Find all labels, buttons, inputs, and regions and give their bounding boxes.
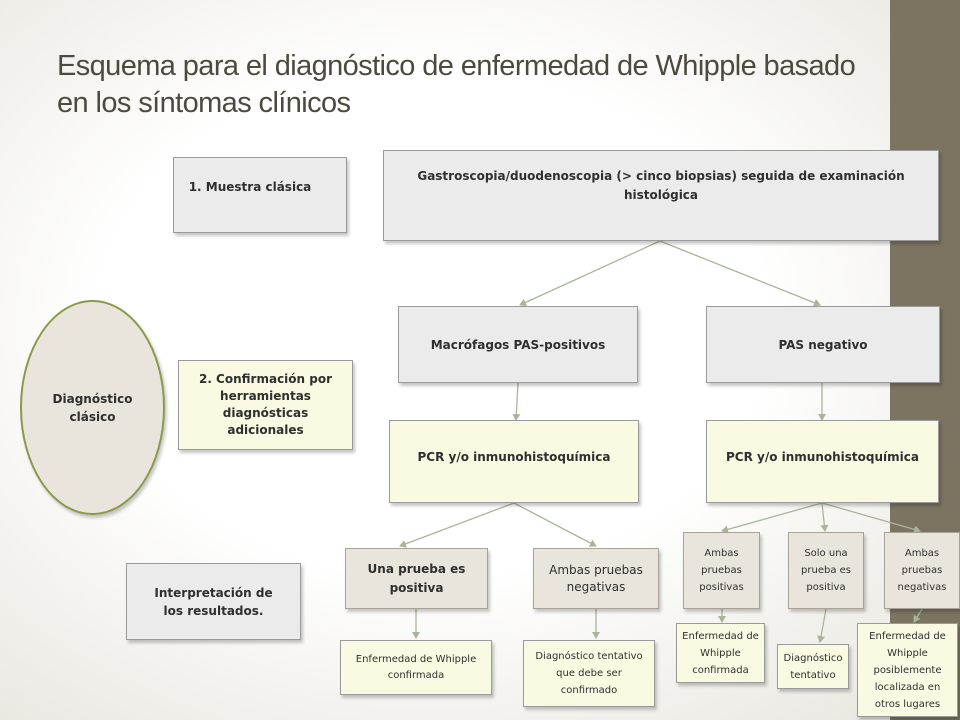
step1-label: 1. Muestra clásica	[188, 180, 312, 194]
both-tests-negative-box: Ambas pruebas negativas	[533, 548, 659, 609]
result-whipple-confirmed-box: Enfermedad de Whipple confirmada	[340, 640, 492, 695]
right-both-negative-box: Ambas pruebas negativas	[884, 532, 960, 609]
arrow-gastro-to-pas-pos	[519, 240, 661, 307]
pas-positive-label: Macrófagos PAS-positivos	[430, 337, 606, 352]
right-result-confirmed-label: Enfermedad de Whipple confirmada	[682, 630, 759, 676]
pas-positive-box: Macrófagos PAS-positivos	[398, 306, 638, 383]
gastroscopy-label: Gastroscopia/duodenoscopia (> cinco biop…	[417, 168, 905, 202]
pas-negative-box: PAS negativo	[706, 306, 940, 383]
arrow-pcr-to-one-pos	[399, 502, 515, 548]
result-tentative-confirm-box: Diagnóstico tentativo que debe ser confi…	[523, 640, 655, 707]
right-result-localized-box: Enfermedad de Whipple posiblemente local…	[857, 623, 958, 717]
pcr-right-box: PCR y/o inmunohistoquímica	[706, 420, 939, 503]
pcr-left-label: PCR y/o inmunohistoquímica	[417, 449, 611, 464]
step2-box: 2. Confirmación por herramientas diagnós…	[178, 360, 353, 450]
arrow-r-both-neg-to-result	[913, 608, 923, 623]
result-tentative-confirm-label: Diagnóstico tentativo que debe ser confi…	[535, 651, 643, 696]
right-one-positive-box: Solo una prueba es positiva	[788, 532, 864, 609]
slide-title: Esquema para el diagnóstico de enfermeda…	[57, 50, 856, 119]
right-both-negative-label: Ambas pruebas negativas	[897, 548, 947, 593]
pcr-left-box: PCR y/o inmunohistoquímica	[389, 420, 639, 503]
classic-diagnosis-ellipse: Diagnóstico clásico	[20, 300, 165, 515]
both-tests-negative-label: Ambas pruebas negativas	[549, 562, 643, 594]
right-both-positive-box: Ambas pruebas positivas	[683, 532, 760, 609]
step3-label: Interpretación de los resultados.	[154, 585, 273, 618]
right-result-localized-label: Enfermedad de Whipple posiblemente local…	[869, 630, 946, 710]
gastroscopy-box: Gastroscopia/duodenoscopia (> cinco biop…	[383, 150, 939, 241]
one-test-positive-label: Una prueba es positiva	[367, 561, 466, 595]
arrow-pcr-right-to-both-neg	[821, 502, 921, 534]
arrow-pas-pos-to-pcr	[512, 382, 521, 421]
one-test-positive-box: Una prueba es positiva	[345, 548, 488, 609]
classic-diagnosis-label: Diagnóstico clásico	[52, 391, 133, 424]
step3-box: Interpretación de los resultados.	[126, 563, 301, 640]
arrow-r-one-pos-to-result	[817, 608, 827, 643]
pas-negative-label: PAS negativo	[778, 337, 868, 352]
pcr-right-label: PCR y/o inmunohistoquímica	[726, 449, 919, 464]
step1-box: 1. Muestra clásica	[173, 157, 347, 233]
arrow-pcr-right-to-both-pos	[721, 502, 823, 534]
arrow-pcr-to-both-neg	[513, 502, 597, 547]
right-result-tentative-label: Diagnóstico tentativo	[783, 652, 843, 681]
step2-label: 2. Confirmación por herramientas diagnós…	[198, 372, 333, 437]
arrow-gastro-to-pas-neg	[659, 240, 821, 307]
arrow-pcr-right-to-one-pos	[820, 502, 829, 532]
right-result-tentative-box: Diagnóstico tentativo	[777, 644, 849, 689]
right-both-positive-label: Ambas pruebas positivas	[699, 548, 744, 593]
result-whipple-confirmed-label: Enfermedad de Whipple confirmada	[355, 653, 477, 681]
right-result-confirmed-box: Enfermedad de Whipple confirmada	[676, 623, 765, 683]
right-one-positive-label: Solo una prueba es positiva	[801, 548, 851, 593]
